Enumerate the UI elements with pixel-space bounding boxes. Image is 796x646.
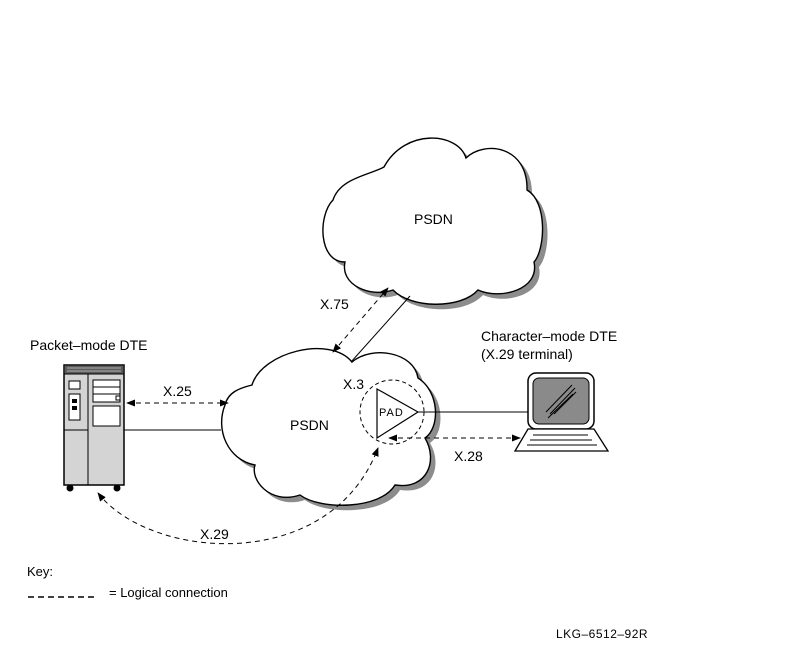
figure-code: LKG–6512–92R — [556, 627, 648, 641]
psdn-cloud-top — [322, 137, 548, 310]
x29-label: X.29 — [200, 526, 229, 542]
psdn-cloud-main — [220, 347, 441, 511]
x75-label: X.75 — [320, 296, 349, 312]
packet-dte-label: Packet–mode DTE — [30, 337, 148, 353]
packet-mode-dte-cabinet — [63, 364, 125, 492]
x3-label: X.3 — [343, 376, 364, 392]
char-dte-label-line1: Character–mode DTE — [481, 328, 617, 344]
x28-label: X.28 — [454, 448, 483, 464]
terminal-icon — [513, 372, 610, 452]
psdn-main-label: PSDN — [290, 417, 329, 433]
x29-logical-connection — [97, 447, 379, 545]
char-dte-label-line2: (X.29 terminal) — [481, 346, 573, 362]
x25-label: X.25 — [163, 383, 192, 399]
key-title: Key: — [27, 564, 53, 579]
pad-label: PAD — [379, 407, 404, 419]
psdn-top-label: PSDN — [414, 211, 453, 227]
key-entry-logical: = Logical connection — [109, 585, 228, 600]
pad-triangle-icon — [376, 387, 420, 440]
